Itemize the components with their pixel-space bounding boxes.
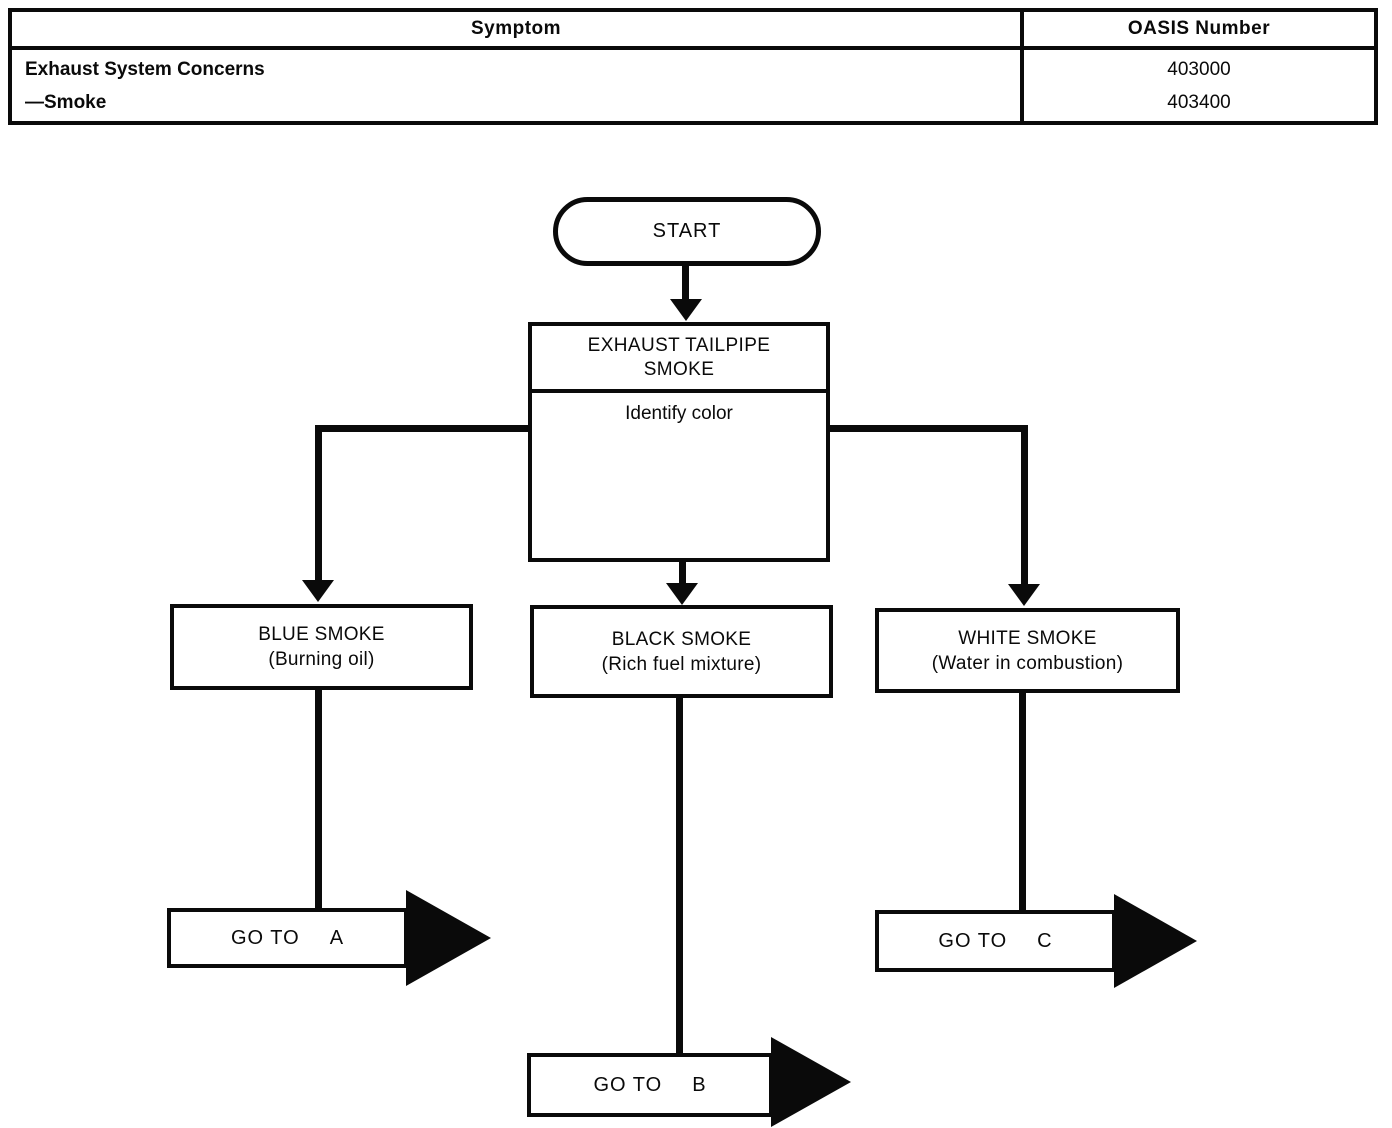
exhaust-tailpipe-smoke-box: EXHAUST TAILPIPE SMOKE Identify color [528, 322, 830, 562]
oasis-number-1: 403000 [1167, 58, 1231, 80]
goto-a-box: GO TO A [167, 908, 408, 968]
connector-right-horizontal [828, 425, 1028, 432]
goto-b-arrow-icon [771, 1037, 851, 1127]
goto-b-prefix: GO TO [593, 1073, 663, 1096]
white-smoke-box: WHITE SMOKE (Water in combustion) [875, 608, 1180, 693]
connector-left-horizontal [315, 425, 528, 432]
connector-white-to-goto-c [1019, 691, 1026, 912]
table-header-row: Symptom OASIS Number [12, 12, 1374, 50]
white-smoke-title: WHITE SMOKE [958, 627, 1097, 649]
goto-a-prefix: GO TO [230, 926, 300, 949]
arrowhead-into-white-smoke [1008, 584, 1040, 606]
main-box-title: EXHAUST TAILPIPE SMOKE [532, 326, 826, 393]
oasis-column-header: OASIS Number [1127, 18, 1271, 39]
goto-b-box: GO TO B [527, 1053, 773, 1117]
black-smoke-subtitle: (Rich fuel mixture) [601, 653, 762, 675]
connector-blue-to-goto-a [315, 688, 322, 910]
arrowhead-into-main-box [670, 299, 702, 321]
connector-right-vertical [1021, 425, 1028, 586]
goto-c-prefix: GO TO [938, 929, 1008, 952]
connector-center-vertical [679, 560, 686, 585]
goto-a-letter: A [329, 926, 345, 949]
start-terminator: START [553, 197, 821, 266]
symptom-line-1: Exhaust System Concerns [25, 58, 265, 80]
main-box-title-line-2: SMOKE [643, 358, 715, 380]
arrowhead-into-black-smoke [666, 583, 698, 605]
goto-c-letter: C [1037, 929, 1053, 952]
goto-a-arrow-icon [406, 890, 491, 986]
symptom-column-header: Symptom [12, 12, 1024, 46]
goto-c-arrow-icon [1114, 894, 1197, 988]
blue-smoke-box: BLUE SMOKE (Burning oil) [170, 604, 473, 690]
connector-start-to-main [682, 263, 689, 301]
oasis-number-2: 403400 [1167, 91, 1231, 113]
table-body-row: Exhaust System Concerns —Smoke 403000 40… [12, 50, 1374, 121]
blue-smoke-subtitle: (Burning oil) [268, 649, 375, 670]
goto-b-letter: B [692, 1073, 707, 1096]
connector-left-vertical [315, 425, 322, 582]
black-smoke-title: BLACK SMOKE [611, 628, 752, 650]
connector-black-to-goto-b [676, 696, 683, 1055]
oasis-cell: 403000 403400 [1024, 50, 1374, 121]
symptom-oasis-table: Symptom OASIS Number Exhaust System Conc… [8, 8, 1378, 125]
arrowhead-into-blue-smoke [302, 580, 334, 602]
white-smoke-subtitle: (Water in combustion) [931, 652, 1124, 674]
black-smoke-box: BLACK SMOKE (Rich fuel mixture) [530, 605, 833, 698]
blue-smoke-title: BLUE SMOKE [258, 624, 385, 645]
symptom-cell: Exhaust System Concerns —Smoke [12, 50, 1024, 121]
main-box-title-line-1: EXHAUST TAILPIPE [587, 334, 771, 356]
start-label: START [652, 220, 722, 242]
main-box-subtitle: Identify color [625, 403, 733, 424]
symptom-line-2: —Smoke [25, 91, 107, 113]
goto-c-box: GO TO C [875, 910, 1116, 972]
